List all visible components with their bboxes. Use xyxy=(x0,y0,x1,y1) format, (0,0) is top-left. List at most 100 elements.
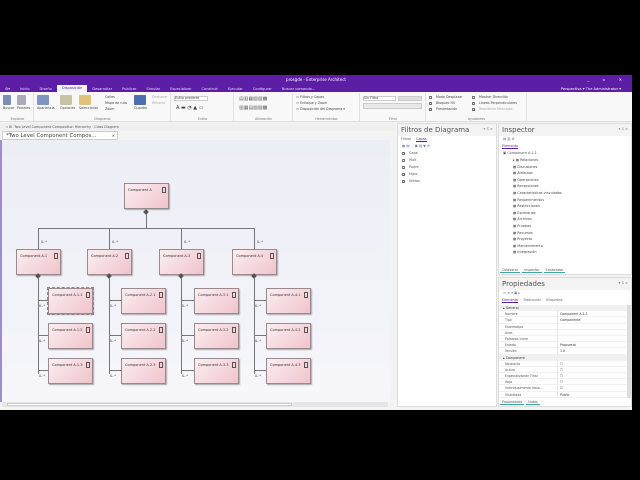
tab-diagram[interactable]: *Two Level Component Compos...× xyxy=(2,131,118,140)
component-node[interactable]: Component A.3 xyxy=(159,249,204,275)
component-node[interactable]: Component A.4.3 xyxy=(266,358,311,384)
layer-row[interactable]: ✓Hijos xyxy=(398,171,496,178)
component-node[interactable]: Component A.2.2 xyxy=(121,323,166,349)
undo-button[interactable]: Deshacer xyxy=(152,95,168,99)
tab-explorador[interactable]: Explorador xyxy=(543,268,566,273)
property-value[interactable] xyxy=(557,335,627,342)
align-icons[interactable]: ▤▥▦▧▨▩ xyxy=(239,96,268,102)
pan-mode-checkbox[interactable]: Modo Desplazar xyxy=(429,95,462,99)
focus-zoom-button[interactable]: ▭ Enfoque y Zoom xyxy=(296,101,328,105)
tab-6[interactable]: Especializar xyxy=(170,86,192,91)
layer-row[interactable]: Mult xyxy=(398,157,496,164)
properties-toolbar[interactable]: ▭ ≡ ▾ ▣ ▸ xyxy=(503,291,520,295)
perspective-button[interactable]: Perspectiva xyxy=(560,86,582,91)
inspector-item[interactable]: ▦ Atributos xyxy=(499,170,631,177)
layer-row[interactable]: ✓Nietos xyxy=(398,178,496,185)
filters-layers-button[interactable]: ▭ Filtros y Capas xyxy=(296,95,325,99)
property-value[interactable]: ☐ xyxy=(557,366,627,373)
inspector-item[interactable]: ▦ Discusiones xyxy=(499,164,631,171)
presentation-checkbox[interactable]: Presentación xyxy=(429,107,457,111)
redo-button[interactable]: Rehacer xyxy=(152,101,166,105)
component-node[interactable]: Component A.1.2 xyxy=(48,323,93,349)
property-value[interactable]: Propuesto xyxy=(557,342,627,348)
tab-7[interactable]: Construir xyxy=(201,86,219,91)
inspector-root[interactable]: ▣ Component A.1.1 xyxy=(503,151,537,155)
breadcrumb[interactable]: » ⊞ Two Level Component Composition Hier… xyxy=(0,123,395,131)
zoom-button[interactable]: Zoom xyxy=(105,107,115,111)
component-node[interactable]: Component A.4.1 xyxy=(266,288,311,314)
layer-checkbox[interactable]: ✓ xyxy=(402,165,406,170)
save-button[interactable]: Guardar xyxy=(134,95,147,110)
show-direction-checkbox[interactable]: Mostrar Dirección xyxy=(472,95,508,99)
select-button[interactable]: Seleccionar xyxy=(79,95,98,110)
tab-9[interactable]: Configurar xyxy=(252,86,272,91)
tab-5[interactable]: Simular xyxy=(146,86,161,91)
inspector-item[interactable]: ▦ Mantenimiento xyxy=(499,243,631,250)
tab-notas[interactable]: Notas xyxy=(526,400,540,405)
hv-lock-checkbox[interactable]: Bloqueo HV xyxy=(429,101,455,105)
layer-row[interactable]: ✓Padre xyxy=(398,164,496,171)
layer-checkbox[interactable] xyxy=(402,151,405,155)
swimlanes-button[interactable]: Calles xyxy=(105,95,115,99)
tab-2[interactable]: Disposición xyxy=(56,85,88,92)
layer-toolbar[interactable]: ▦ ▤ ◌ ▣ ▥ ▼ ⚙ xyxy=(402,144,430,148)
perpendicular-lines-checkbox[interactable]: Líneas Perpendiculares xyxy=(472,101,517,105)
layer-checkbox[interactable]: ✓ xyxy=(402,172,406,177)
property-value[interactable] xyxy=(557,329,627,335)
panel-controls[interactable]: ▾ ⊼ × xyxy=(483,127,493,131)
property-row[interactable]: Hoja☐ xyxy=(499,379,627,386)
user-button[interactable]: The Administrator xyxy=(585,86,619,91)
tab-prop[interactable]: Etiquetas xyxy=(546,298,563,302)
inspector-item[interactable]: ▦ Recursos xyxy=(499,230,631,237)
component-node[interactable]: Component A.4 xyxy=(232,249,277,275)
search-commands[interactable]: Buscar comando... xyxy=(281,86,316,91)
panel-controls[interactable]: ▾ ⊼ × xyxy=(618,281,628,285)
tab-prop[interactable]: Traducción xyxy=(523,298,542,302)
property-row[interactable]: Estereotipo xyxy=(499,323,627,330)
layer-row[interactable]: Capa xyxy=(398,150,496,157)
tab-4[interactable]: Publicar xyxy=(122,86,137,91)
component-node[interactable]: Component A.4.2 xyxy=(266,323,311,349)
filter-input[interactable] xyxy=(363,103,422,109)
panel-controls[interactable]: ▾ ⊼ × xyxy=(618,127,628,131)
inspector-item[interactable]: ▦ Operaciones xyxy=(499,177,631,184)
tab-capas[interactable]: Capas xyxy=(416,137,427,142)
tab-filtros[interactable]: Filtros xyxy=(401,137,412,141)
distribute-icons[interactable]: ▥▦▤▧▨▩ xyxy=(239,105,268,111)
component-node[interactable]: Component A.3.3 xyxy=(194,358,239,384)
style-select[interactable]: Estilo prederte xyxy=(174,96,208,101)
property-row[interactable]: Especialización Final☐ xyxy=(499,373,627,380)
inspector-item[interactable]: ▦ Requerimientos xyxy=(499,197,631,204)
property-value[interactable] xyxy=(557,323,627,329)
property-value[interactable]: ☐ xyxy=(557,360,627,366)
appearance-button[interactable]: Apariencia xyxy=(37,95,55,110)
component-node[interactable]: Component A.1.3 xyxy=(48,358,93,384)
app-menu-icon[interactable]: ⚙▾ xyxy=(5,86,11,91)
inspector-item[interactable]: ▦ Características vinculadas xyxy=(499,190,631,197)
reorder-messages-checkbox[interactable]: Reordenar Mensajes xyxy=(472,107,512,111)
property-row[interactable]: Alias xyxy=(499,329,627,336)
layer-checkbox[interactable] xyxy=(402,158,405,162)
tab-inspector[interactable]: Inspector xyxy=(522,268,542,273)
property-value[interactable]: 1.0 xyxy=(557,348,627,354)
component-node[interactable]: Component A.1.1 xyxy=(47,287,94,315)
property-value[interactable]: ☐ xyxy=(557,373,627,379)
component-node[interactable]: Component A.3.2 xyxy=(194,323,239,349)
close-tab-icon[interactable]: × xyxy=(111,133,115,138)
component-node[interactable]: Component A.2.1 xyxy=(121,288,166,314)
property-row[interactable]: Activo☐ xyxy=(499,366,627,374)
filter-select[interactable]: Sin Filtro xyxy=(363,96,396,101)
property-value[interactable]: Componente xyxy=(557,317,627,323)
inspector-item[interactable]: ▦ Restricciones xyxy=(499,203,631,210)
tab-element[interactable]: Elemento xyxy=(502,144,519,149)
tab-8[interactable]: Ejecutar xyxy=(228,86,243,91)
tab-3[interactable]: Desarrollar xyxy=(92,86,113,91)
tab-colaborar[interactable]: Colaborar xyxy=(500,268,521,273)
font-color-icon[interactable]: A ▬ ◔ ▲ ▭ xyxy=(176,105,204,111)
inspector-item[interactable]: ▦ Pruebas xyxy=(499,223,631,230)
